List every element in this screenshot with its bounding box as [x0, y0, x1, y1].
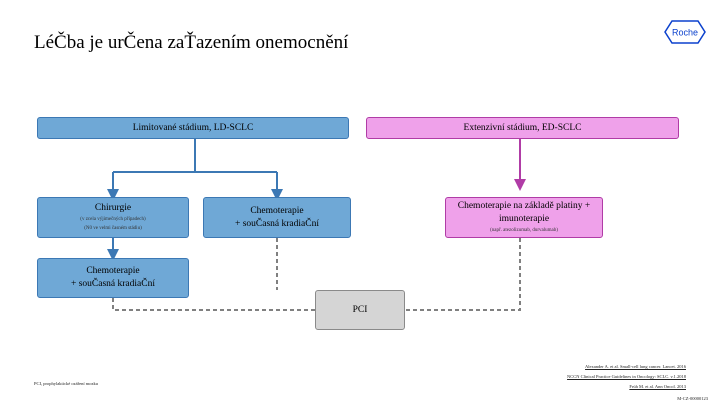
reference-link[interactable]: Früh M. et al. Ann Oncol. 2013 — [629, 384, 686, 389]
chemoradiotherapy-2-line1: Chemoterapie — [86, 266, 140, 276]
logo-text: Roche — [672, 28, 698, 38]
pci-box: PCI — [315, 290, 405, 330]
footnote: PCI, prophylaktické ozáření mozku — [34, 381, 98, 386]
surgery-box: Chirurgie (v zcela výjimečných případech… — [37, 197, 189, 238]
chemoradiotherapy-box-1: Chemoterapie + souČasná kradiaČní — [203, 197, 351, 238]
reference-link[interactable]: NCCN Clinical Practice Guidelines in Onc… — [567, 374, 686, 379]
surgery-label: Chirurgie — [94, 203, 132, 213]
document-code: M-CZ-00000123 — [677, 396, 708, 401]
reference-link[interactable]: Alexander A. et al. Small-cell lung canc… — [585, 364, 686, 369]
limited-stage-label: Limitované stádium, LD-SCLC — [132, 122, 254, 133]
chemoradiotherapy-1-line1: Chemoterapie — [250, 205, 304, 216]
chemo-immunotherapy-note: (např. atezolizumab, durvalumab) — [490, 228, 558, 233]
chemo-immunotherapy-line2: imunoterapie — [498, 214, 550, 224]
page-title: LéČba je urČena zaŤazením onemocnění — [34, 32, 349, 53]
chemoradiotherapy-2-line2: + souČasná kradiaČní — [71, 279, 155, 289]
extensive-stage-box: Extenzivní stádium, ED-SCLC — [366, 117, 679, 139]
chemo-immunotherapy-line1: Chemoterapie na základě platiny + — [457, 201, 591, 211]
chemoradiotherapy-box-2: Chemoterapie + souČasná kradiaČní — [37, 258, 189, 298]
roche-logo: Roche — [664, 20, 706, 44]
surgery-note-2: (N0 ve velmi časném stádiu) — [84, 226, 142, 231]
chemo-immunotherapy-box: Chemoterapie na základě platiny + imunot… — [445, 197, 603, 238]
chemoradiotherapy-1-line2: + souČasná kradiaČní — [235, 218, 319, 229]
pci-label: PCI — [352, 304, 368, 315]
references: Alexander A. et al. Small-cell lung canc… — [567, 362, 686, 392]
surgery-note-1: (v zcela výjimečných případech) — [80, 217, 146, 222]
limited-stage-box: Limitované stádium, LD-SCLC — [37, 117, 349, 139]
extensive-stage-label: Extenzivní stádium, ED-SCLC — [463, 122, 582, 133]
